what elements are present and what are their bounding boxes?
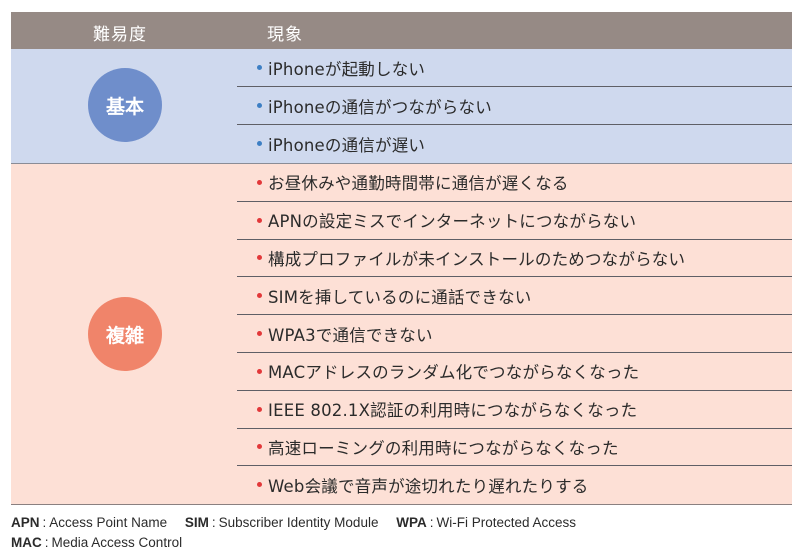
bullet-icon (257, 444, 262, 450)
abbr-term: MAC (11, 535, 42, 550)
symptom-row: WPA3で通信できない (237, 315, 792, 353)
troubleshooting-table: 難易度 現象 基本 iPhoneが起動しない iPhoneの通信がつながらない … (11, 12, 792, 505)
abbr-term: APN (11, 515, 40, 530)
symptom-list-basic: iPhoneが起動しない iPhoneの通信がつながらない iPhoneの通信が… (237, 49, 792, 162)
table-header: 難易度 現象 (11, 12, 792, 49)
bullet-icon (257, 482, 262, 488)
symptom-row: APNの設定ミスでインターネットにつながらない (237, 202, 792, 240)
symptom-row: iPhoneの通信が遅い (237, 125, 792, 162)
bullet-icon (257, 217, 262, 223)
abbr-term: SIM (184, 515, 209, 530)
header-difficulty: 難易度 (93, 25, 147, 45)
symptom-row: 構成プロファイルが未インストールのためつながらない (237, 240, 792, 278)
abbr-definition: Subscriber Identity Module (218, 515, 379, 530)
bullet-icon (257, 179, 262, 185)
symptom-row: 高速ローミングの利用時につながらなくなった (237, 429, 792, 467)
section-complex: 複雑 お昼休みや通勤時間帯に通信が遅くなる APNの設定ミスでインターネットにつ… (11, 164, 792, 505)
symptom-row: iPhoneの通信がつながらない (237, 87, 792, 125)
bullet-icon (257, 255, 262, 261)
bullet-icon (257, 65, 262, 70)
symptom-row: IEEE 802.1X認証の利用時につながらなくなった (237, 391, 792, 429)
bullet-icon (257, 406, 262, 412)
symptom-row: MACアドレスのランダム化でつながらなくなった (237, 353, 792, 391)
abbr-definition: Media Access Control (51, 535, 183, 550)
abbr-definition: Access Point Name (49, 515, 168, 530)
bullet-icon (257, 141, 262, 146)
abbreviation-footnotes: APN:Access Point Name SIM:Subscriber Ide… (11, 513, 576, 553)
symptom-list-complex: お昼休みや通勤時間帯に通信が遅くなる APNの設定ミスでインターネットにつながら… (237, 164, 792, 503)
footnote-line: MAC:Media Access Control (11, 535, 183, 550)
symptom-row: Web会議で音声が途切れたり遅れたりする (237, 466, 792, 503)
bullet-icon (257, 293, 262, 299)
footnote-line: APN:Access Point Name SIM:Subscriber Ide… (11, 515, 577, 530)
difficulty-badge-complex: 複雑 (88, 297, 162, 371)
bullet-icon (257, 103, 262, 108)
header-symptom: 現象 (267, 25, 303, 45)
symptom-row: SIMを挿しているのに通話できない (237, 277, 792, 316)
bullet-icon (257, 368, 262, 374)
abbr-term: WPA (396, 515, 427, 530)
bullet-icon (257, 331, 262, 337)
section-basic: 基本 iPhoneが起動しない iPhoneの通信がつながらない iPhoneの… (11, 49, 792, 164)
difficulty-badge-basic: 基本 (88, 68, 162, 142)
symptom-row: お昼休みや通勤時間帯に通信が遅くなる (237, 164, 792, 202)
symptom-row: iPhoneが起動しない (237, 49, 792, 87)
abbr-definition: Wi-Fi Protected Access (436, 515, 577, 530)
